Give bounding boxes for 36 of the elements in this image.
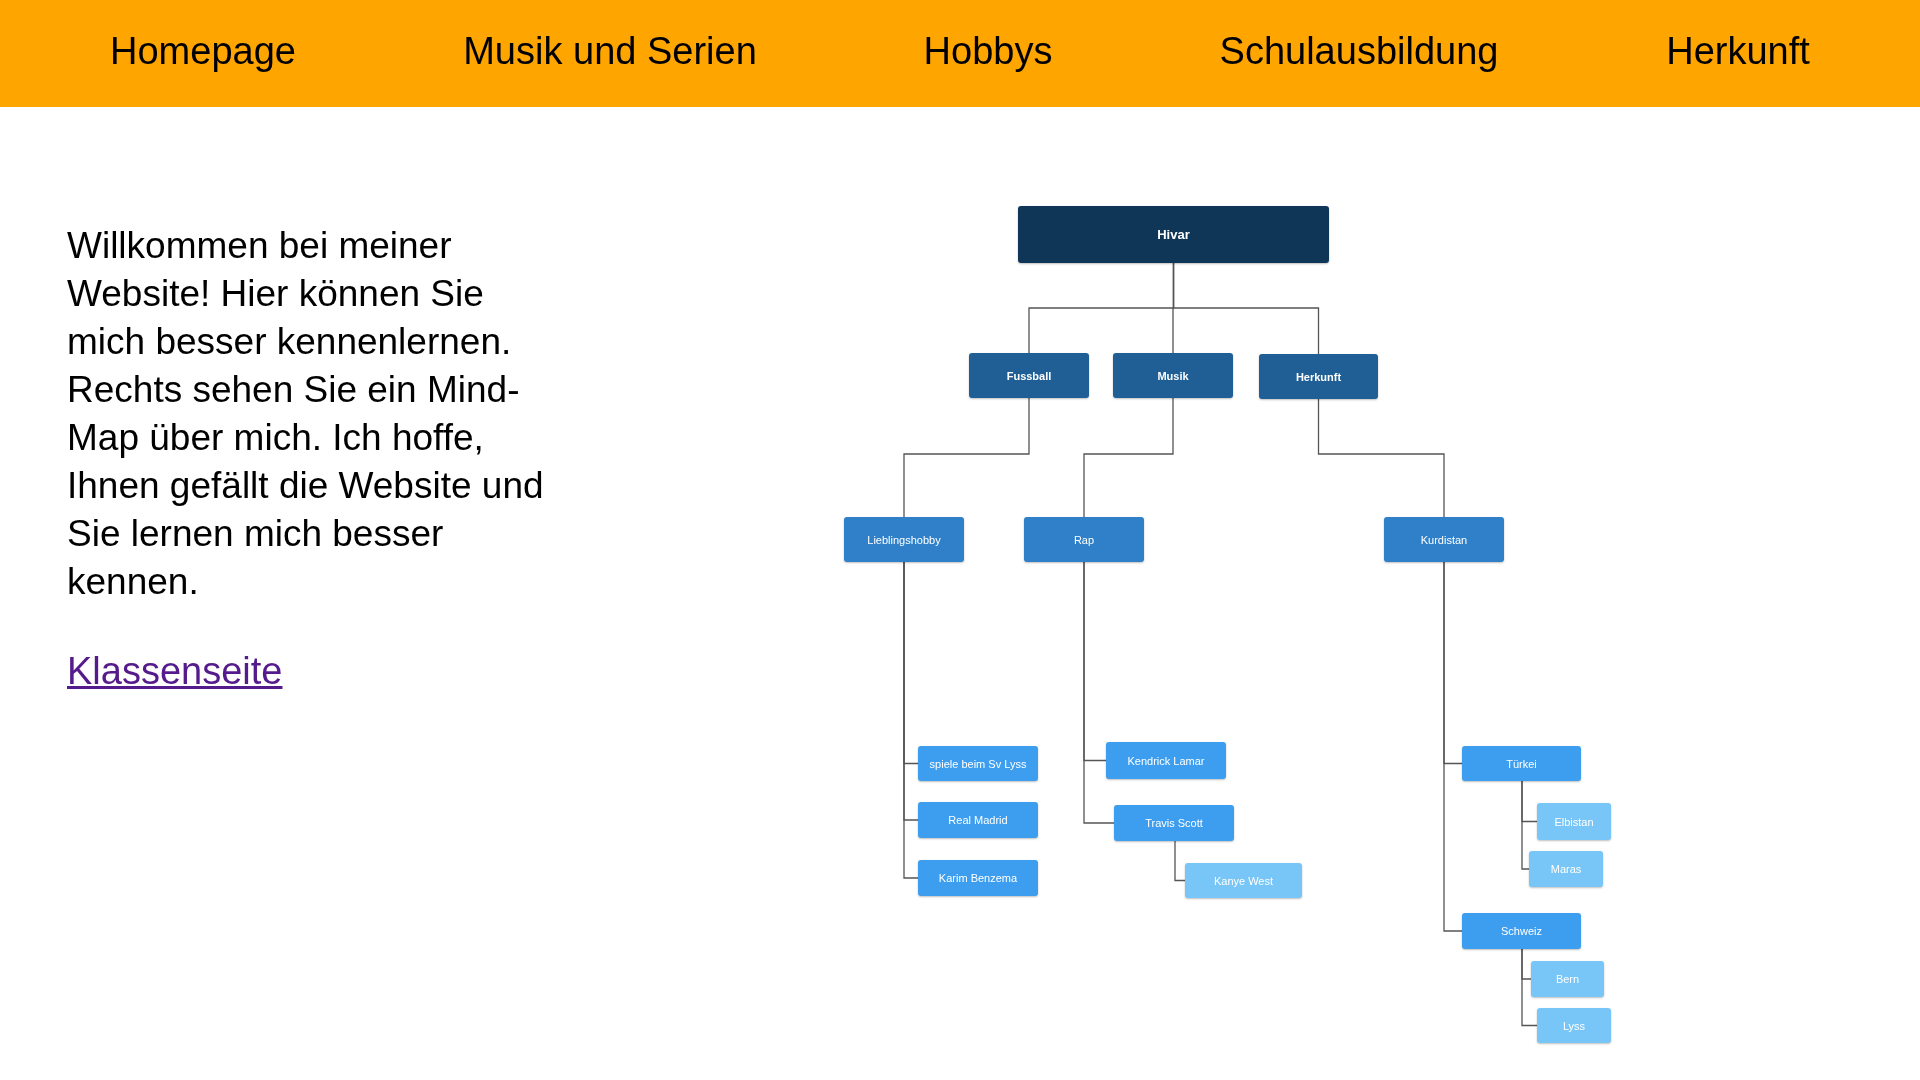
connector-line	[903, 561, 919, 879]
connector-line	[903, 397, 1030, 518]
mindmap-node: Kurdistan	[1384, 517, 1504, 562]
connector-line	[1443, 561, 1463, 932]
nav-link: Hobbys	[923, 30, 1053, 73]
connector-line	[1083, 561, 1115, 824]
mindmap-node: Musik	[1113, 353, 1233, 398]
mindmap-node: Hivar	[1018, 206, 1329, 263]
mindmap-node: Bern	[1531, 961, 1604, 997]
page-link: Klassenseite	[67, 650, 283, 693]
mindmap-node: Kendrick Lamar	[1106, 742, 1226, 779]
connector-line	[1521, 948, 1538, 1027]
connector-line	[1521, 780, 1530, 870]
connector-line	[1083, 397, 1174, 518]
mindmap-node: Herkunft	[1259, 354, 1378, 399]
mindmap-node: Maras	[1529, 851, 1603, 887]
nav-link: Schulausbildung	[1219, 30, 1499, 73]
nav-link: Musik und Serien	[463, 30, 757, 73]
mindmap-node: Lyss	[1537, 1008, 1611, 1043]
mindmap-node: Türkei	[1462, 746, 1581, 781]
mindmap-node: Kanye West	[1185, 863, 1302, 898]
connector-line	[1317, 398, 1445, 518]
mindmap-node: Lieblingshobby	[844, 517, 964, 562]
mindmap-node: Elbistan	[1537, 803, 1611, 840]
mindmap-node: spiele beim Sv Lyss	[918, 746, 1038, 781]
welcome-paragraph: Willkommen bei meiner Website! Hier können Sie mich besser kennenlernen. Rechts sehen Sie ein Mind-Map über mich. Ich hoffe, Ihnen gefällt die Website und Sie lernen mich besser kennen.	[67, 224, 545, 604]
mindmap-node: Travis Scott	[1114, 805, 1234, 841]
mindmap-node: Rap	[1024, 517, 1144, 562]
mindmap-node: Fussball	[969, 353, 1089, 398]
mindmap-node: Karim Benzema	[918, 860, 1038, 896]
connector-line	[1172, 262, 1320, 355]
mindmap-node: Real Madrid	[918, 802, 1038, 838]
mindmap-node: Schweiz	[1462, 913, 1581, 949]
connector-line	[1174, 840, 1186, 882]
nav-link: Herkunft	[1666, 30, 1810, 73]
nav-link: Homepage	[110, 30, 296, 73]
